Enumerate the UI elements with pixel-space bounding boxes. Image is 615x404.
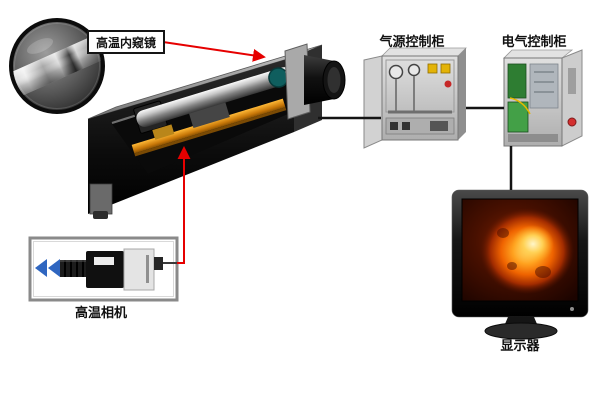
air-bottom-block — [390, 122, 398, 130]
slag-spot-3 — [507, 262, 517, 270]
cable-plug — [154, 257, 163, 270]
labels-layer: 高温内窥镜 气源控制柜 电气控制柜 高温相机 显示器 — [75, 30, 567, 353]
connector-endoscope-pointer — [162, 41, 266, 62]
housing-internals — [131, 66, 301, 157]
air-cabinet-side — [458, 48, 466, 140]
camera-rear-unit — [123, 248, 155, 291]
air-cabinet-door — [363, 55, 383, 149]
housing-foot — [93, 211, 108, 219]
housing-pedestal — [89, 183, 113, 215]
electric-cabinet-door — [561, 49, 583, 147]
camera-label: 高温相机 — [75, 305, 127, 320]
mounting-flange — [284, 43, 311, 120]
direction-arrow-icon — [35, 259, 47, 277]
camera-housing — [87, 43, 346, 219]
lens-cylinder-inner — [327, 67, 341, 93]
electric-cabinet-label: 电气控制柜 — [501, 34, 566, 49]
probe-glint — [26, 38, 54, 54]
electric-control-cabinet — [503, 49, 583, 147]
lens-rings — [64, 260, 84, 277]
door-hinge-strip — [568, 68, 576, 94]
connectors — [162, 41, 513, 264]
emergency-button — [567, 117, 577, 127]
pressure-gauge — [388, 64, 404, 80]
monitor — [451, 189, 589, 340]
monitor-label: 显示器 — [500, 338, 540, 353]
camera-label-patch — [94, 257, 114, 265]
pressure-gauge-2 — [407, 63, 421, 77]
camera-lens — [60, 260, 86, 277]
red-knob — [444, 80, 452, 88]
air-bottom-module — [430, 121, 448, 131]
air-control-cabinet — [363, 47, 467, 149]
endoscope-label-box — [87, 30, 165, 54]
air-bottom-block-2 — [402, 122, 410, 130]
camera-body — [86, 251, 124, 288]
slag-spot — [497, 228, 509, 238]
air-cabinet-label: 气源控制柜 — [379, 34, 444, 49]
valve-handle — [427, 63, 438, 74]
electric-cabinet-top — [503, 49, 574, 59]
brass-fitting — [152, 124, 175, 140]
power-led — [570, 307, 574, 311]
pcb-board-2 — [507, 101, 529, 133]
inset-ring-inner — [14, 23, 100, 109]
scope-tube — [136, 67, 293, 127]
rear-slot — [146, 255, 149, 283]
pcb-board — [507, 63, 527, 99]
valve-handle-2 — [440, 63, 451, 74]
furnace-core — [512, 225, 554, 263]
direction-arrow-icon-2 — [48, 259, 60, 277]
air-cabinet-top — [381, 47, 467, 57]
electric-bottom-strip — [508, 134, 558, 142]
guide-rail — [131, 98, 286, 154]
electric-module — [529, 63, 559, 109]
endoscope-label: 高温内窥镜 — [96, 35, 156, 50]
slag-spot-2 — [535, 266, 551, 278]
connector-camera-to-housing — [177, 146, 191, 264]
wire-yellow — [509, 97, 531, 115]
guide-rail-edge — [134, 107, 287, 157]
monitor-base — [484, 322, 558, 340]
camera-inset — [28, 236, 179, 302]
carriage-block — [188, 101, 230, 129]
